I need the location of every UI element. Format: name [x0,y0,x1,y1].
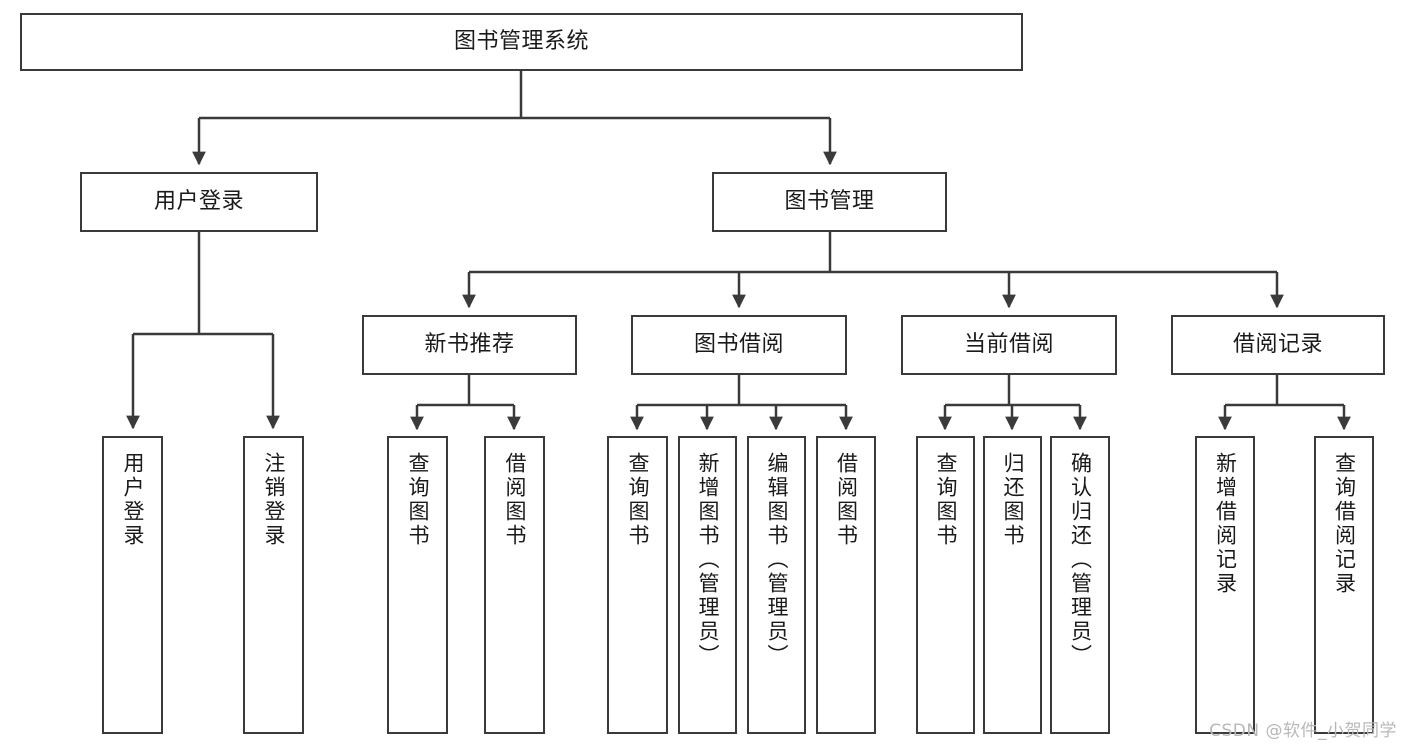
node-leaf-edit-book-admin[interactable]: 编辑图书（管理员） [747,436,806,734]
node-leaf-return-book-label: 归还图书 [1001,452,1025,548]
node-current-borrow-label: 当前借阅 [963,331,1054,357]
node-book-borrow-label: 图书借阅 [693,331,784,357]
node-leaf-borrow-book-label: 借阅图书 [834,452,859,548]
node-leaf-borrow-book-recommend[interactable]: 借阅图书 [484,436,545,734]
node-borrow-record-label: 借阅记录 [1232,331,1323,357]
node-leaf-borrow-book-recommend-label: 借阅图书 [503,452,527,548]
node-leaf-user-logout-label: 注销登录 [262,452,286,548]
node-root[interactable]: 图书管理系统 [20,13,1023,71]
node-leaf-add-borrow-record-label: 新增借阅记录 [1213,452,1238,596]
node-leaf-query-book-current-label: 查询图书 [934,452,958,548]
node-borrow-record[interactable]: 借阅记录 [1171,315,1385,375]
node-new-book-recommend[interactable]: 新书推荐 [362,315,577,375]
node-leaf-query-borrow-record[interactable]: 查询借阅记录 [1314,436,1374,734]
node-root-label: 图书管理系统 [453,28,589,54]
node-leaf-add-borrow-record[interactable]: 新增借阅记录 [1195,436,1255,734]
node-leaf-add-book-admin[interactable]: 新增图书（管理员） [678,436,737,734]
node-leaf-confirm-return-admin[interactable]: 确认归还（管理员） [1050,436,1110,734]
node-leaf-borrow-book[interactable]: 借阅图书 [816,436,876,734]
node-leaf-query-book-current[interactable]: 查询图书 [916,436,975,734]
node-book-manage[interactable]: 图书管理 [712,172,947,232]
node-leaf-query-book-recommend-label: 查询图书 [406,452,430,548]
node-book-manage-label: 图书管理 [784,188,875,214]
node-new-book-recommend-label: 新书推荐 [424,331,515,357]
node-user-login-label: 用户登录 [153,188,244,214]
node-leaf-query-borrow-record-label: 查询借阅记录 [1332,452,1357,596]
node-leaf-user-logout[interactable]: 注销登录 [243,436,304,734]
node-leaf-add-book-admin-label: 新增图书（管理员） [696,452,720,668]
node-leaf-query-book-borrow-label: 查询图书 [626,452,650,548]
node-leaf-return-book[interactable]: 归还图书 [983,436,1042,734]
node-leaf-confirm-return-admin-label: 确认归还（管理员） [1068,452,1093,668]
node-leaf-user-login[interactable]: 用户登录 [102,436,163,734]
node-user-login[interactable]: 用户登录 [80,172,318,232]
node-leaf-query-book-recommend[interactable]: 查询图书 [387,436,448,734]
node-current-borrow[interactable]: 当前借阅 [901,315,1117,375]
node-leaf-query-book-borrow[interactable]: 查询图书 [607,436,668,734]
node-leaf-user-login-label: 用户登录 [121,452,145,548]
watermark-text: CSDN @软件_小贺同学 [1209,721,1397,741]
node-book-borrow[interactable]: 图书借阅 [631,315,847,375]
node-leaf-edit-book-admin-label: 编辑图书（管理员） [765,452,789,668]
